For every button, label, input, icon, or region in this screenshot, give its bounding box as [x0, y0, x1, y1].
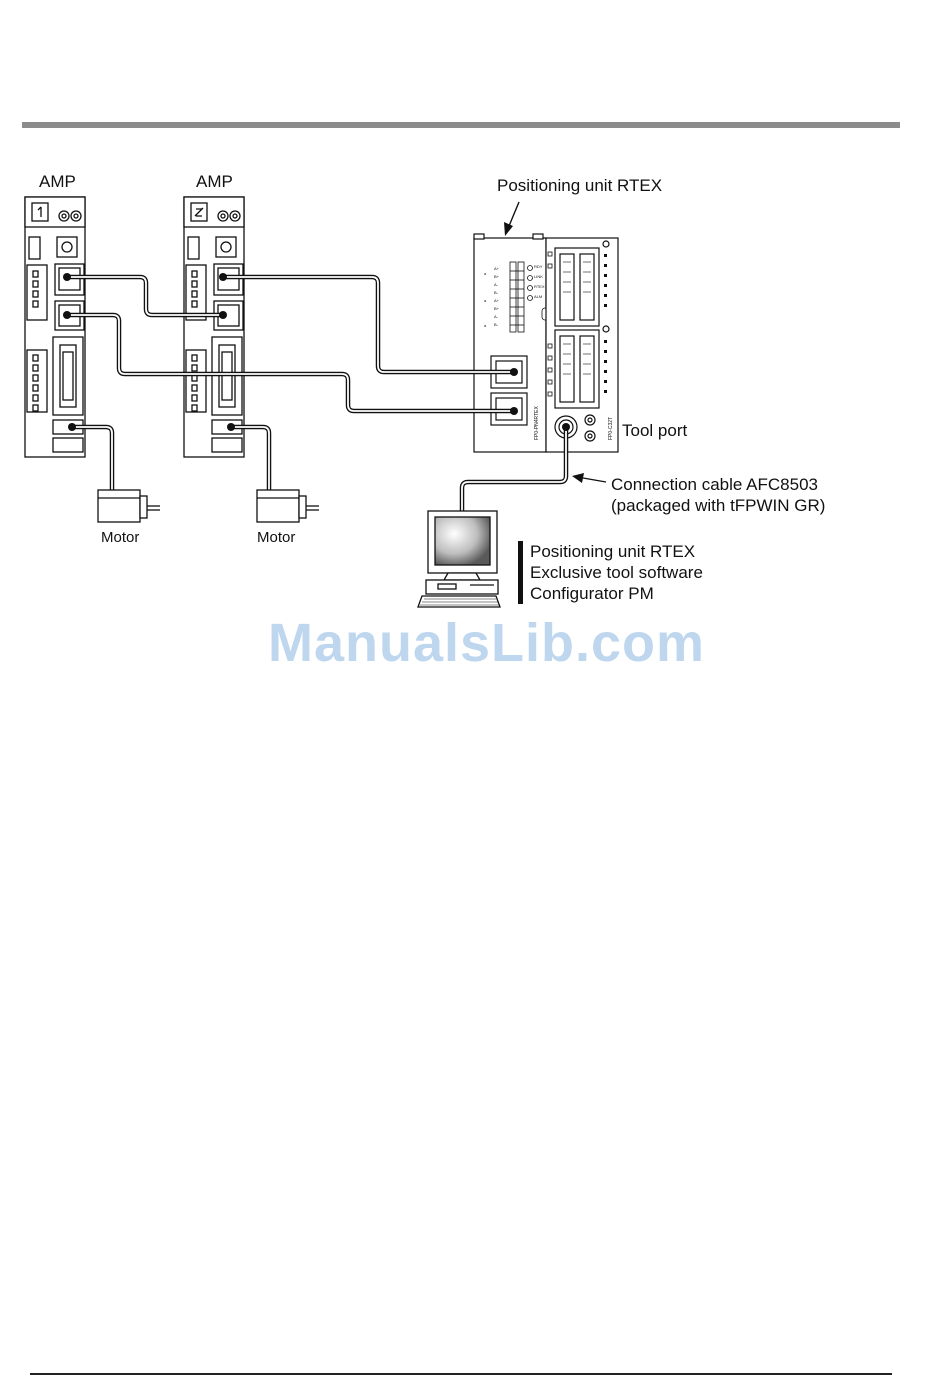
- cable-pointer-arrow: [572, 473, 606, 483]
- svg-text:B-: B-: [494, 290, 499, 295]
- connection-cable-label: Connection cable AFC8503: [611, 475, 818, 495]
- svg-text:A-: A-: [494, 314, 499, 319]
- connection-cable-note: (packaged with tFPWIN GR): [611, 496, 825, 516]
- motor-label-1: Motor: [101, 529, 139, 547]
- positioning-unit-label: Positioning unit RTEX: [497, 176, 662, 196]
- motor-2: [257, 490, 319, 522]
- svg-text:A-: A-: [494, 282, 499, 287]
- amp-label-1: AMP: [39, 172, 76, 192]
- software-label-line1: Positioning unit RTEX: [530, 541, 703, 562]
- svg-text:FP0-PN4RTEX: FP0-PN4RTEX: [534, 406, 540, 440]
- amp-unit-2: [184, 197, 244, 457]
- footer-rule: [30, 1373, 892, 1375]
- svg-text:A+: A+: [494, 266, 500, 271]
- unit-pointer-arrow: [504, 202, 519, 236]
- software-label-line2: Exclusive tool software: [530, 562, 703, 583]
- svg-text:FP0-C32T: FP0-C32T: [608, 417, 614, 440]
- software-label: Positioning unit RTEX Exclusive tool sof…: [518, 541, 703, 604]
- watermark: ManualsLib.com: [268, 612, 705, 674]
- cpu-unit: FP0-C32T: [546, 238, 618, 452]
- svg-text:B+: B+: [494, 274, 500, 279]
- software-label-line3: Configurator PM: [530, 583, 703, 604]
- tool-port-label: Tool port: [622, 421, 687, 441]
- svg-text:RTEX: RTEX: [534, 284, 545, 289]
- motor-label-2: Motor: [257, 529, 295, 547]
- svg-text:RDY: RDY: [534, 264, 543, 269]
- svg-text:A+: A+: [494, 298, 500, 303]
- svg-text:LINK: LINK: [534, 274, 543, 279]
- amp-unit-1: [25, 197, 85, 457]
- amp-label-2: AMP: [196, 172, 233, 192]
- rtex-cables: [67, 277, 514, 411]
- personal-computer: [418, 511, 500, 607]
- motor-1: [98, 490, 160, 522]
- svg-text:ALM: ALM: [534, 294, 542, 299]
- svg-text:B+: B+: [494, 306, 500, 311]
- svg-text:B-: B-: [494, 322, 499, 327]
